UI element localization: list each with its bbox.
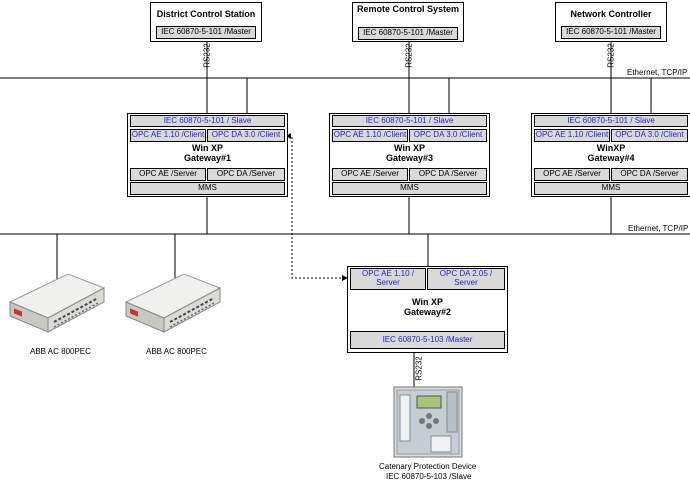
network-title: Network Controller [570, 9, 652, 19]
district-title: District Control Station [156, 9, 256, 19]
rs232-label-1: RS232 [202, 43, 212, 68]
g3-mms: MMS [332, 182, 487, 195]
district-protocol: IEC 60870-5-101 /Master [156, 26, 256, 39]
plc-device-icon [124, 273, 222, 333]
g4-ae-server: OPC AE /Server [534, 168, 610, 181]
plc-device-icon [8, 273, 106, 333]
protection-device-protocol: IEC 60870-5-103 /Slave [386, 472, 472, 481]
g4-slave: IEC 60870-5-101 / Slave [534, 115, 688, 127]
g1-ae-client: OPC AE 1.10 /Client [130, 129, 206, 142]
plc1-label: ABB AC 800PEC [30, 347, 91, 356]
remote-title: Remote Control System [356, 4, 460, 14]
g2-name1: Win XP [412, 297, 443, 307]
network-protocol: IEC 60870-5-101 /Master [561, 26, 661, 39]
gateway-1: IEC 60870-5-101 / Slave OPC AE 1.10 /Cli… [127, 113, 288, 197]
g3-da-server: OPC DA /Server [409, 168, 487, 181]
g4-da-server: OPC DA /Server [611, 168, 688, 181]
plc2-label: ABB AC 800PEC [146, 347, 207, 356]
g4-name1: WinXP [596, 143, 626, 153]
arrow-right-icon [342, 275, 348, 281]
g2-ae-server: OPC AE 1.10 / Server [350, 268, 426, 290]
remote-control-system: Remote Control System IEC 60870-5-101 /M… [352, 2, 464, 42]
rs232-label-4: RS232 [414, 356, 424, 381]
g3-ae-client: OPC AE 1.10 /Client [332, 129, 408, 142]
network-controller: Network Controller IEC 60870-5-101 /Mast… [555, 2, 667, 42]
g3-da-client: OPC DA 3.0 /Client [409, 129, 487, 142]
gateway-3: IEC 60870-5-101 / Slave OPC AE 1.10 /Cli… [329, 113, 490, 197]
g1-name2: Gateway#1 [183, 153, 232, 164]
lower-bus-label: Ethernet, TCP/IP [628, 224, 689, 233]
district-control-station: District Control Station IEC 60870-5-101… [150, 2, 262, 42]
g3-slave: IEC 60870-5-101 / Slave [332, 115, 487, 127]
g3-ae-server: OPC AE /Server [332, 168, 408, 181]
gateway-4: IEC 60870-5-101 / Slave OPC AE 1.10 /Cli… [531, 113, 690, 197]
g2-da-server: OPC DA 2.05 / Server [427, 268, 505, 290]
g1-ae-server: OPC AE /Server [130, 168, 206, 181]
g2-name2: Gateway#2 [403, 307, 452, 318]
g1-name1: Win XP [192, 143, 223, 153]
g4-mms: MMS [534, 182, 688, 195]
upper-bus-label: Ethernet, TCP/IP [627, 68, 688, 77]
protection-device-name: Catenary Protection Device [379, 462, 477, 471]
g1-mms: MMS [130, 182, 285, 195]
g2-master: IEC 60870-5-103 /Master [350, 331, 505, 349]
g1-da-client: OPC DA 3.0 /Client [207, 129, 285, 142]
rs232-label-2: RS232 [404, 43, 414, 68]
arrow-left-icon [286, 133, 291, 139]
protection-device-icon [393, 386, 463, 458]
g4-ae-client: OPC AE 1.10 /Client [534, 129, 610, 142]
g3-name1: Win XP [394, 143, 425, 153]
g4-da-client: OPC DA 3.0 /Client [611, 129, 688, 142]
g4-name2: Gateway#4 [587, 153, 635, 164]
remote-protocol: IEC 60870-5-101 /Master [358, 27, 458, 40]
gateway-2: OPC AE 1.10 / Server OPC DA 2.05 / Serve… [347, 266, 508, 353]
g3-name2: Gateway#3 [385, 153, 434, 164]
g1-da-server: OPC DA /Server [207, 168, 285, 181]
rs232-label-3: RS232 [606, 43, 616, 68]
g1-slave: IEC 60870-5-101 / Slave [130, 115, 285, 127]
